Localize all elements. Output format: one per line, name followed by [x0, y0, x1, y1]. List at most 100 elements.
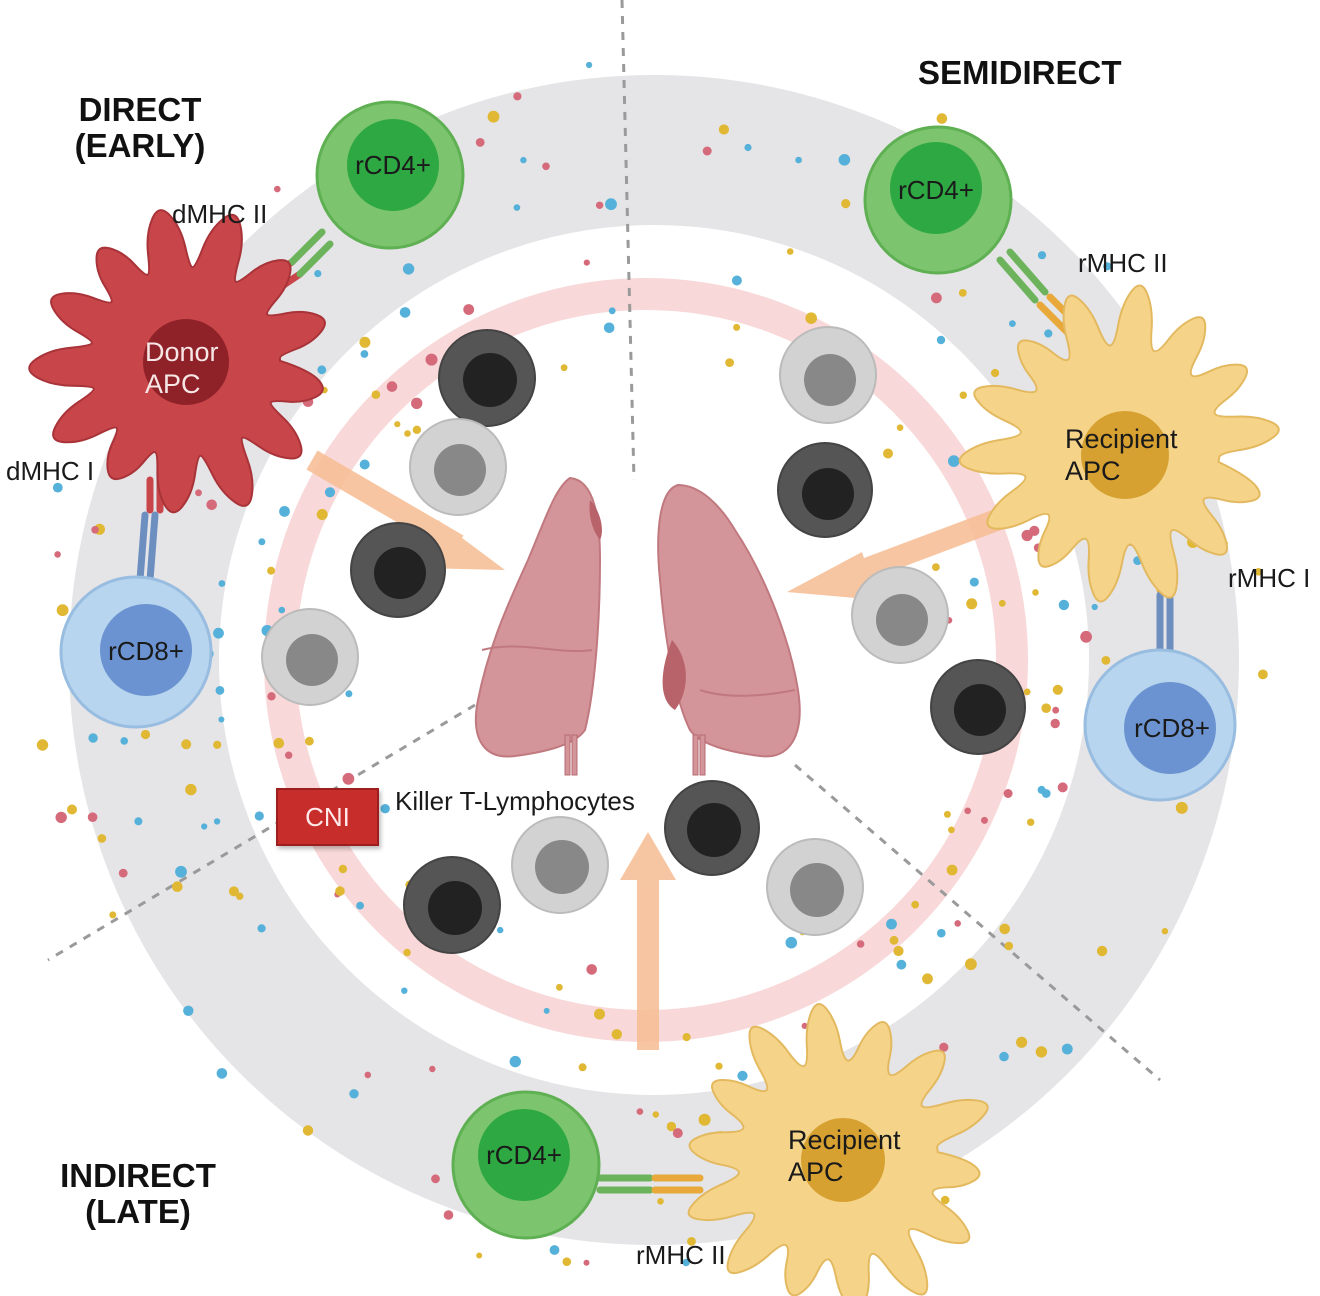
cd4-cell-semidirect — [863, 125, 1013, 275]
cytokine-dot — [940, 1195, 950, 1205]
cytokine-dot — [578, 1063, 587, 1072]
cytokine-dot — [1027, 818, 1035, 826]
cytokine-dot — [594, 1008, 605, 1020]
cytokine-dot — [1037, 251, 1047, 260]
t-cell-dark — [403, 856, 501, 954]
cytokine-dot — [672, 1128, 683, 1139]
cytokine-dot — [1103, 262, 1112, 271]
cd4-cell-direct — [315, 100, 465, 250]
cytokine-dot — [718, 124, 730, 135]
cytokine-dot — [603, 322, 615, 334]
cytokine-dot — [838, 154, 851, 166]
label-dmhc-i: dMHC I — [6, 456, 95, 486]
cd8-cell-semidirect — [1083, 648, 1237, 802]
cytokine-dot — [936, 113, 948, 124]
arrow-semidirect-head — [787, 552, 878, 600]
cytokine-dot — [896, 424, 904, 432]
cytokine-dot — [431, 1174, 440, 1184]
cytokine-dot — [958, 289, 967, 297]
cytokine-dot — [583, 259, 590, 266]
cytokine-dot — [425, 353, 438, 366]
cytokine-dot — [733, 323, 741, 331]
cytokine-dot — [605, 198, 617, 211]
cytokine-dot — [274, 185, 281, 193]
cytokine-dot — [254, 811, 264, 821]
cytokine-dot — [1003, 789, 1013, 798]
cytokine-dot — [1258, 669, 1268, 680]
cytokine-dot — [964, 807, 971, 815]
cytokine-dot — [87, 812, 98, 822]
arrow-direct — [306, 450, 464, 555]
cytokine-dot — [611, 1029, 622, 1040]
cytokine-dot — [213, 818, 221, 825]
cytokine-dot — [889, 935, 899, 945]
cytokine-dot — [411, 397, 423, 409]
cytokine-dot — [893, 945, 904, 957]
cytokine-dot — [429, 1065, 436, 1073]
cytokine-dot — [213, 627, 224, 639]
cytokine-dot — [560, 364, 568, 372]
cytokine-dot — [118, 868, 128, 878]
cytokine-dot — [216, 1068, 228, 1079]
label-direct-cd8: rCD8+ — [108, 636, 184, 666]
cytokine-dot — [948, 826, 955, 834]
cytokine-dot — [172, 881, 183, 892]
cytokine-dot — [896, 959, 907, 970]
cytokine-dot — [359, 459, 370, 470]
cytokine-dot — [1044, 329, 1053, 338]
cytokine-dot — [1052, 706, 1060, 714]
cytokine-dot — [943, 810, 951, 818]
cytokine-dot — [702, 146, 712, 156]
donor-apc-cell — [28, 209, 326, 514]
cytokine-dot — [476, 1252, 483, 1259]
cytokine-dot — [1004, 941, 1014, 951]
cytokine-dot — [218, 716, 225, 723]
cytokine-dot — [911, 900, 920, 909]
cytokine-dot — [966, 598, 978, 610]
cytokine-dot — [805, 312, 817, 325]
arrow-indirect-head — [620, 832, 676, 880]
recipient-apc-semidirect — [958, 284, 1280, 603]
cytokine-dot — [1175, 801, 1188, 814]
cytokine-dot — [302, 1125, 314, 1136]
cytokine-dot — [936, 335, 946, 345]
cytokine-dot — [513, 204, 521, 211]
cytokine-dot — [556, 983, 563, 991]
cytokine-dot — [1050, 718, 1060, 729]
cytokine-dot — [394, 421, 401, 428]
cytokine-dot — [998, 599, 1006, 607]
t-cell-dark — [350, 522, 446, 618]
cytokine-dot — [1052, 684, 1063, 695]
cytokine-dot — [67, 804, 77, 815]
t-cell-light — [779, 326, 877, 424]
cytokine-dot — [969, 577, 979, 587]
cytokine-dot — [342, 772, 355, 785]
cytokine-dot — [371, 390, 381, 400]
cytokine-dot — [134, 817, 143, 826]
cytokine-dot — [682, 1033, 691, 1042]
cytokine-dot — [97, 834, 107, 843]
cytokine-dot — [213, 740, 222, 749]
cytokine-dot — [922, 973, 933, 985]
label-indirect-cd4: rCD4+ — [486, 1140, 562, 1170]
cytokine-dot — [463, 304, 475, 315]
cytokine-dot — [999, 1051, 1009, 1062]
cytokine-dot — [55, 811, 67, 824]
heading-indirect: INDIRECT(LATE) — [60, 1157, 216, 1230]
cytokine-dot — [959, 391, 967, 399]
cni-badge: CNI — [276, 788, 379, 846]
t-cell-light — [766, 838, 864, 936]
cytokine-dot — [946, 864, 958, 876]
cytokine-dot — [360, 350, 369, 358]
t-cell-light — [261, 608, 359, 706]
cytokine-dot — [725, 358, 734, 367]
cytokine-dot — [948, 455, 960, 467]
cytokine-dot — [399, 307, 411, 318]
cytokine-dot — [965, 958, 977, 971]
cytokine-dot — [401, 987, 408, 994]
killer-t-cells — [261, 326, 1026, 954]
